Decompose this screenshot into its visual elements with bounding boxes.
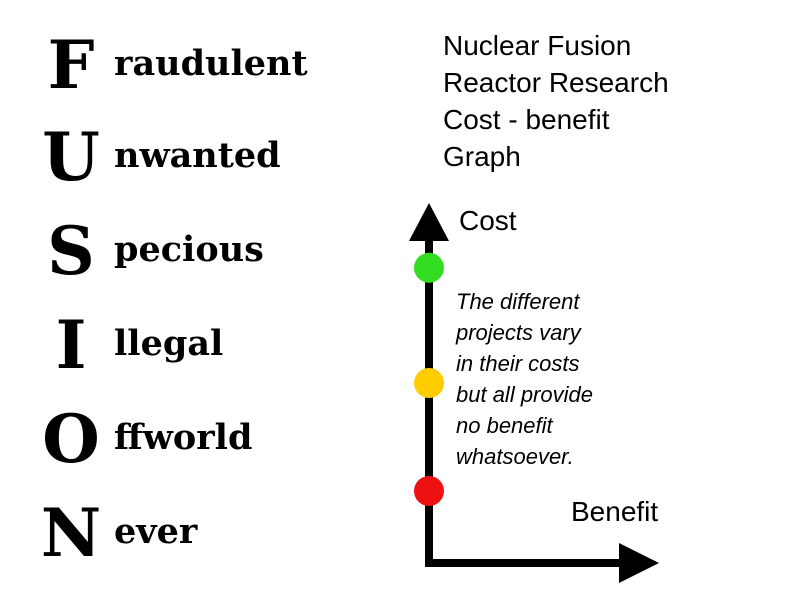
acrostic-word: llegal (114, 323, 224, 364)
acrostic-initial: O (42, 400, 100, 478)
acrostic-initial: S (47, 212, 95, 290)
y-axis-arrow-icon (409, 203, 449, 241)
chart-title-line: Nuclear Fusion (443, 30, 632, 61)
x-axis-arrow-icon (619, 543, 659, 583)
annotation-line: projects vary (456, 320, 581, 345)
acrostic-initial: I (55, 306, 87, 384)
acrostic-word: nwanted (114, 135, 281, 176)
chart-annotation: The different projects vary in their cos… (456, 286, 593, 472)
data-point (414, 252, 444, 283)
x-axis-label: Benefit (571, 496, 659, 527)
acrostic-initial: N (40, 494, 102, 572)
y-axis-label: Cost (459, 205, 517, 236)
acrostic-word: ever (114, 511, 198, 552)
acrostic-word: raudulent (114, 43, 308, 84)
annotation-line: in their costs (456, 351, 580, 376)
chart-title-line: Cost - benefit (443, 104, 610, 135)
chart-points (414, 252, 444, 506)
chart-title-line: Reactor Research (443, 67, 669, 98)
acrostic-word: pecious (114, 229, 264, 270)
chart-axes (409, 203, 659, 583)
chart-title: Nuclear Fusion Reactor Research Cost - b… (443, 27, 669, 175)
data-point (414, 368, 444, 398)
chart-title-line: Graph (443, 141, 521, 172)
acrostic-initial: F (47, 26, 95, 104)
acrostic-initial: U (42, 118, 100, 196)
data-point (414, 476, 444, 506)
annotation-line: The different (456, 289, 580, 314)
annotation-line: but all provide (456, 382, 593, 407)
annotation-line: whatsoever. (456, 444, 574, 469)
acrostic-word: ffworld (114, 417, 253, 458)
annotation-line: no benefit (456, 413, 553, 438)
